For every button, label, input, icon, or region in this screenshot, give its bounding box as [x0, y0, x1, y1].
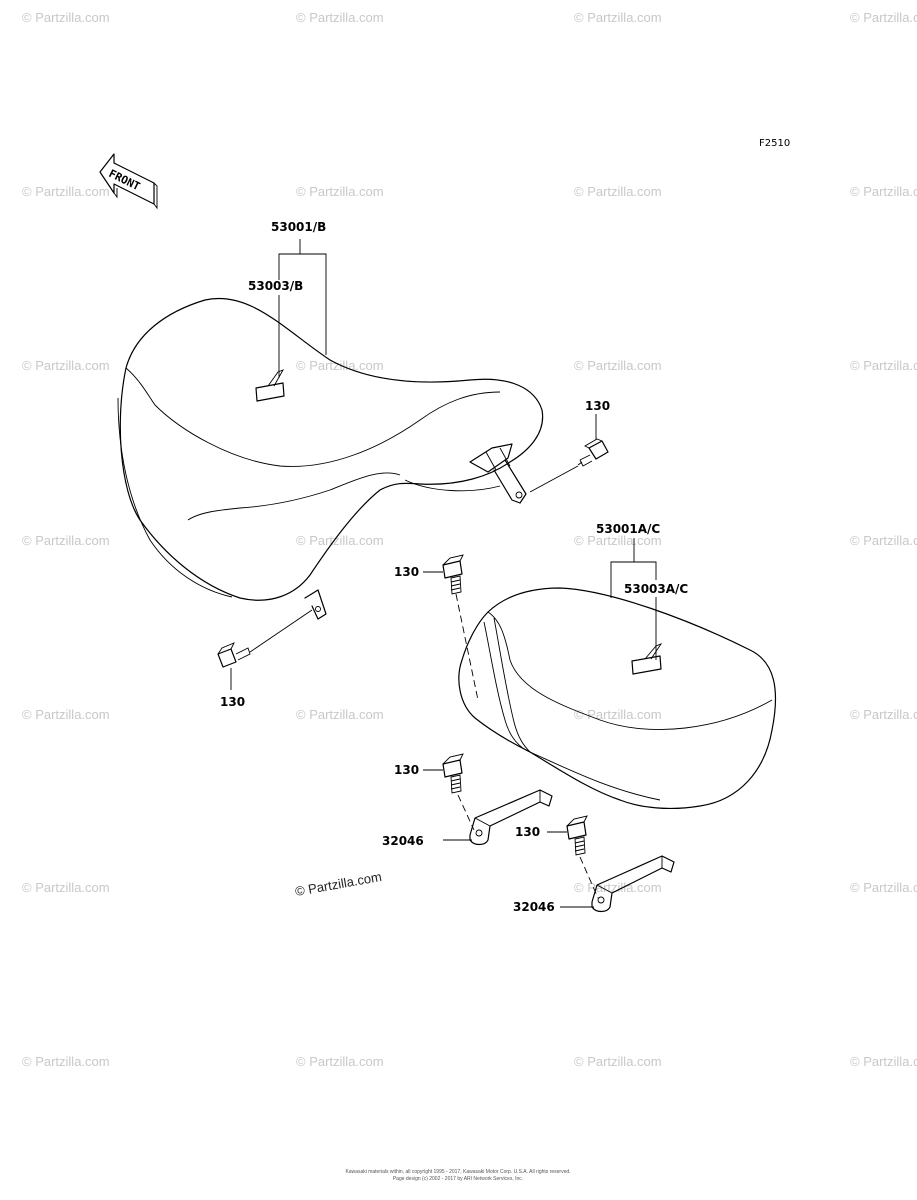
watermark: © Partzilla.com	[850, 184, 917, 199]
watermark: © Partzilla.com	[296, 1054, 384, 1069]
assembly-line	[579, 856, 599, 899]
watermark: © Partzilla.com	[574, 533, 662, 548]
watermark: © Partzilla.com	[850, 1054, 917, 1069]
watermark: © Partzilla.com	[22, 1054, 110, 1069]
watermark: © Partzilla.com	[22, 880, 110, 895]
watermark: © Partzilla.com	[296, 184, 384, 199]
part-label-bolt[interactable]: 130	[515, 825, 540, 839]
watermark: © Partzilla.com	[574, 707, 662, 722]
pillion-seat	[458, 587, 777, 810]
part-label-bolt[interactable]: 130	[585, 399, 610, 413]
watermark: © Partzilla.com	[22, 184, 110, 199]
watermark: © Partzilla.com	[574, 184, 662, 199]
watermark: © Partzilla.com	[296, 10, 384, 25]
leader-line	[249, 609, 313, 653]
main-seat	[117, 297, 544, 620]
bolt-130-front	[217, 642, 251, 668]
bolt-130-bracket-1	[442, 753, 464, 794]
figure-code: F2510	[759, 138, 790, 149]
bolt-130-pillion	[442, 554, 464, 595]
watermark: © Partzilla.com	[850, 707, 917, 722]
watermark: © Partzilla.com	[574, 10, 662, 25]
watermark: © Partzilla.com	[22, 707, 110, 722]
bracket-32046-1	[469, 789, 553, 846]
watermark: © Partzilla.com	[574, 358, 662, 373]
part-label-bracket[interactable]: 32046	[382, 834, 424, 848]
watermark: © Partzilla.com	[850, 10, 917, 25]
leader-line	[300, 253, 327, 355]
copyright-line-1: Kawasaki materials within, all copyright…	[345, 1169, 570, 1175]
watermark: © Partzilla.com	[22, 533, 110, 548]
part-label-bolt[interactable]: 130	[394, 763, 419, 777]
watermark-strong: © Partzilla.com	[294, 869, 383, 899]
watermark: © Partzilla.com	[850, 533, 917, 548]
leader-line	[278, 239, 301, 280]
assembly-line	[457, 794, 475, 831]
part-label-bolt[interactable]: 130	[220, 695, 245, 709]
leader-line	[529, 465, 579, 493]
part-label-bracket[interactable]: 32046	[513, 900, 555, 914]
copyright-line-2: Page design (c) 2002 - 2017 by ARI Netwo…	[393, 1176, 523, 1182]
watermark: © Partzilla.com	[850, 358, 917, 373]
part-label-seat-pillion-cover[interactable]: 53003A/C	[624, 582, 688, 596]
watermark-grid: © Partzilla.com © Partzilla.com © Partzi…	[22, 10, 917, 1069]
assembly-line	[455, 593, 479, 701]
leader-line	[610, 538, 635, 598]
part-label-seat-main-cover[interactable]: 53003/B	[248, 279, 303, 293]
watermark: © Partzilla.com	[296, 533, 384, 548]
part-label-seat-pillion[interactable]: 53001A/C	[596, 522, 660, 536]
part-label-bolt[interactable]: 130	[394, 565, 419, 579]
bracket-32046-2	[591, 855, 675, 913]
watermark: © Partzilla.com	[574, 880, 662, 895]
bolt-130-rear	[577, 438, 609, 467]
front-arrow-icon: FRONT	[99, 153, 158, 210]
watermark: © Partzilla.com	[296, 707, 384, 722]
bolt-130-bracket-2	[566, 815, 588, 856]
watermark: © Partzilla.com	[574, 1054, 662, 1069]
watermark: © Partzilla.com	[22, 358, 110, 373]
watermark: © Partzilla.com	[850, 880, 917, 895]
watermark: © Partzilla.com	[22, 10, 110, 25]
part-label-seat-main[interactable]: 53001/B	[271, 220, 326, 234]
leader-line	[634, 561, 657, 580]
